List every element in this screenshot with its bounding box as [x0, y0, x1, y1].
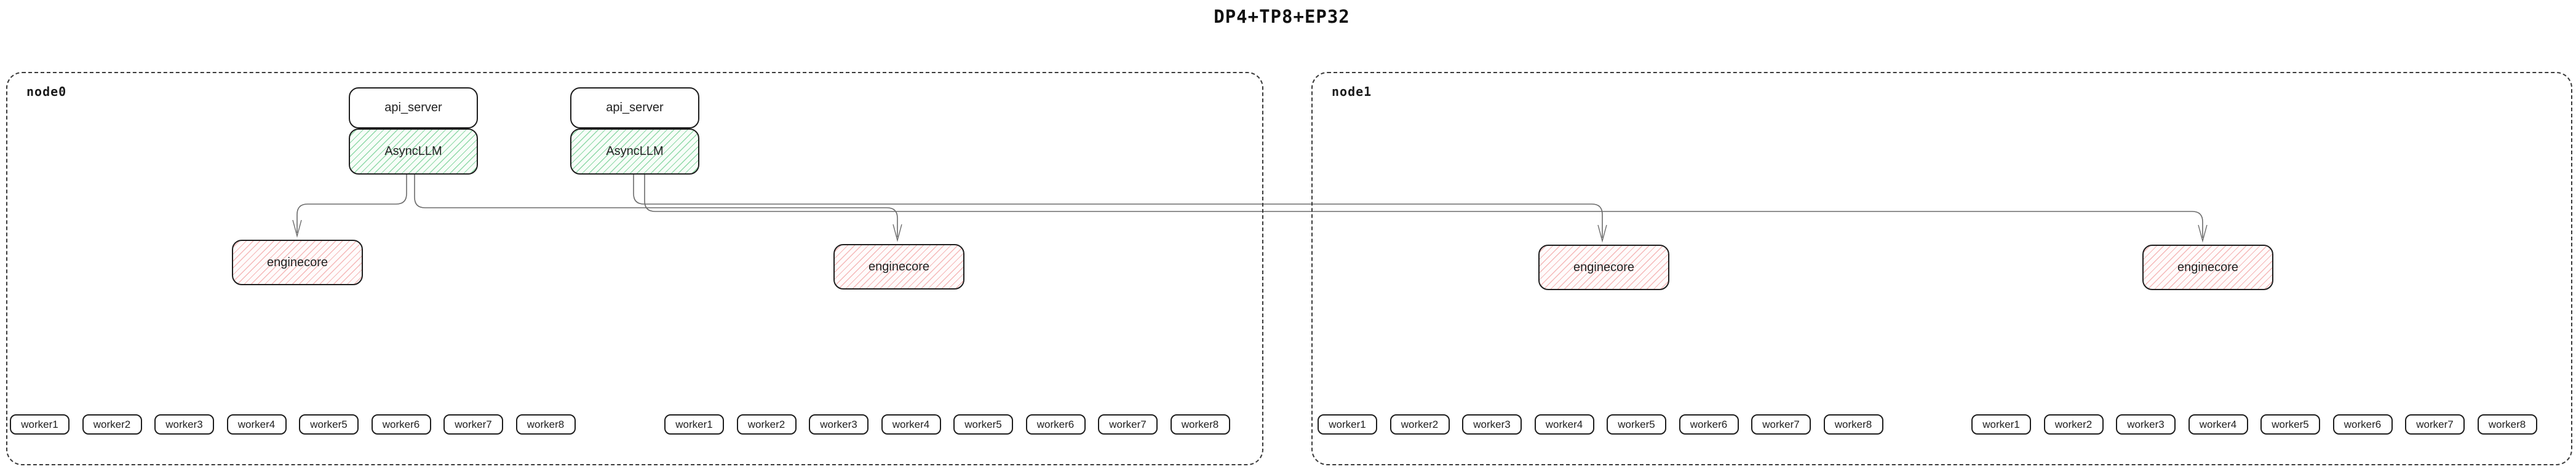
worker-box: worker8 [1823, 414, 1883, 435]
enginecore-box: enginecore [232, 240, 363, 285]
worker-box: worker5 [953, 414, 1013, 435]
worker-box: worker1 [1318, 414, 1377, 435]
worker-box: worker3 [154, 414, 214, 435]
worker-box: worker8 [2477, 414, 2537, 435]
api-server-box: api_server [570, 87, 699, 128]
worker-box: worker5 [2260, 414, 2320, 435]
worker-box: worker4 [881, 414, 941, 435]
worker-box: worker6 [2332, 414, 2393, 435]
worker-box: worker1 [1971, 414, 2031, 435]
worker-box: worker2 [2043, 414, 2104, 435]
diagram-title: DP4+TP8+EP32 [1214, 6, 1350, 27]
enginecore-box: enginecore [1538, 245, 1669, 290]
worker-box: worker3 [1462, 414, 1522, 435]
node1-container: node1 enginecore enginecore worker1 worker2… [1311, 72, 2572, 465]
worker-box: worker3 [809, 414, 869, 435]
worker-box: worker7 [1751, 414, 1811, 435]
node1-label: node1 [1332, 84, 1372, 99]
enginecore-box: enginecore [833, 244, 964, 290]
enginecore-box: enginecore [2142, 245, 2273, 290]
asyncllm-box: AsyncLLM [349, 128, 478, 175]
worker-box: worker6 [1025, 414, 1086, 435]
worker-box: worker3 [2116, 414, 2176, 435]
worker-box: worker2 [736, 414, 797, 435]
node0-label: node0 [26, 84, 67, 99]
worker-box: worker4 [2188, 414, 2248, 435]
worker-box: worker4 [226, 414, 287, 435]
worker-box: worker4 [1534, 414, 1594, 435]
worker-box: worker1 [664, 414, 724, 435]
worker-box: worker2 [82, 414, 142, 435]
worker-box: worker2 [1389, 414, 1450, 435]
worker-box: worker8 [1170, 414, 1230, 435]
worker-box: worker1 [10, 414, 70, 435]
worker-box: worker8 [515, 414, 576, 435]
worker-box: worker6 [1679, 414, 1739, 435]
worker-box: worker7 [2405, 414, 2465, 435]
api-server-box: api_server [349, 87, 478, 128]
worker-box: worker7 [443, 414, 503, 435]
worker-box: worker6 [371, 414, 431, 435]
asyncllm-box: AsyncLLM [570, 128, 699, 175]
worker-box: worker7 [1098, 414, 1158, 435]
worker-box: worker5 [1607, 414, 1666, 435]
worker-box: worker5 [299, 414, 359, 435]
